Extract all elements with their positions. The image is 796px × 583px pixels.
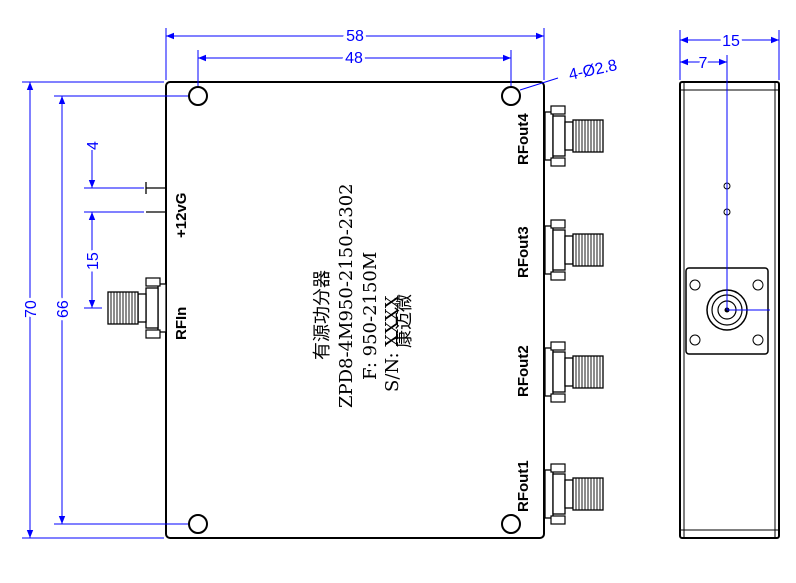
vg-pin: [145, 182, 166, 213]
rfout1-label: RFout1: [515, 460, 532, 512]
mounting-hole: [501, 86, 521, 106]
rfout3-label: RFout3: [515, 226, 532, 278]
body-text-line5: 康迈微: [394, 294, 415, 348]
rfout2-label: RFout2: [515, 345, 532, 397]
rfout1-connector: [544, 463, 604, 525]
rfout2-connector: [544, 341, 604, 403]
dim-7: 7: [699, 55, 708, 72]
dim-58: 58: [346, 28, 364, 45]
dim-48: 48: [345, 50, 363, 67]
rfin-label: RFIn: [173, 307, 190, 340]
body-text-line3: F: 950-2150M: [360, 252, 381, 380]
dim-66: 66: [55, 300, 72, 318]
rfout4-label: RFout4: [515, 113, 532, 165]
dim-holes: 4-Ø2.8: [567, 57, 618, 84]
dim-70: 70: [23, 300, 40, 318]
rfout4-connector: [544, 105, 604, 167]
body-text-line1: 有源功分器: [312, 270, 333, 360]
rfin-connector: [107, 277, 167, 339]
dim-15-left: 15: [85, 252, 102, 270]
mounting-hole: [188, 514, 208, 534]
body-text-line4: S/N: XXXX: [382, 295, 403, 392]
dim-15-side: 15: [722, 33, 740, 50]
vg-label: +12vG: [173, 193, 190, 238]
mounting-hole: [188, 86, 208, 106]
dim-4: 4: [85, 141, 102, 150]
mounting-hole: [501, 514, 521, 534]
rfout3-connector: [544, 219, 604, 281]
body-text-line2: ZPD8-4M950-2150-2302: [336, 183, 357, 408]
